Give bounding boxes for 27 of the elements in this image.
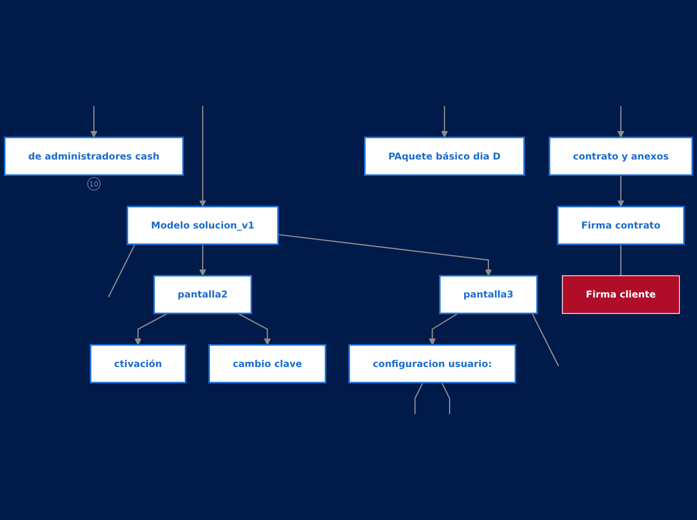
arrow xyxy=(90,106,98,138)
arrow xyxy=(278,234,492,276)
node-box: Modelo solucion_v1 xyxy=(126,206,279,246)
arrow xyxy=(199,106,206,207)
node-box: de administradores cash xyxy=(4,136,184,176)
arrow xyxy=(134,312,168,346)
arrow xyxy=(428,312,458,346)
connector xyxy=(532,313,560,366)
arrow xyxy=(441,106,448,138)
node-box: Firma cliente xyxy=(562,275,680,314)
connector xyxy=(620,244,622,276)
node-box: PAquete básico dia D xyxy=(364,136,525,176)
arrow xyxy=(617,106,624,138)
arrow xyxy=(199,244,206,276)
count-badge: 10 xyxy=(87,177,101,191)
node-box: cambio clave xyxy=(208,344,326,384)
node-box: ctivación xyxy=(90,344,186,384)
node-box: configuracion usuario: xyxy=(348,344,516,384)
node-box: pantalla2 xyxy=(153,274,252,314)
arrow xyxy=(617,175,624,207)
node-box: Firma contrato xyxy=(556,206,685,246)
node-box: pantalla3 xyxy=(439,274,538,314)
connector xyxy=(414,382,424,414)
connector xyxy=(441,382,450,414)
arrow xyxy=(238,312,271,346)
connector xyxy=(108,244,136,298)
node-box: contrato y anexos xyxy=(548,136,694,176)
